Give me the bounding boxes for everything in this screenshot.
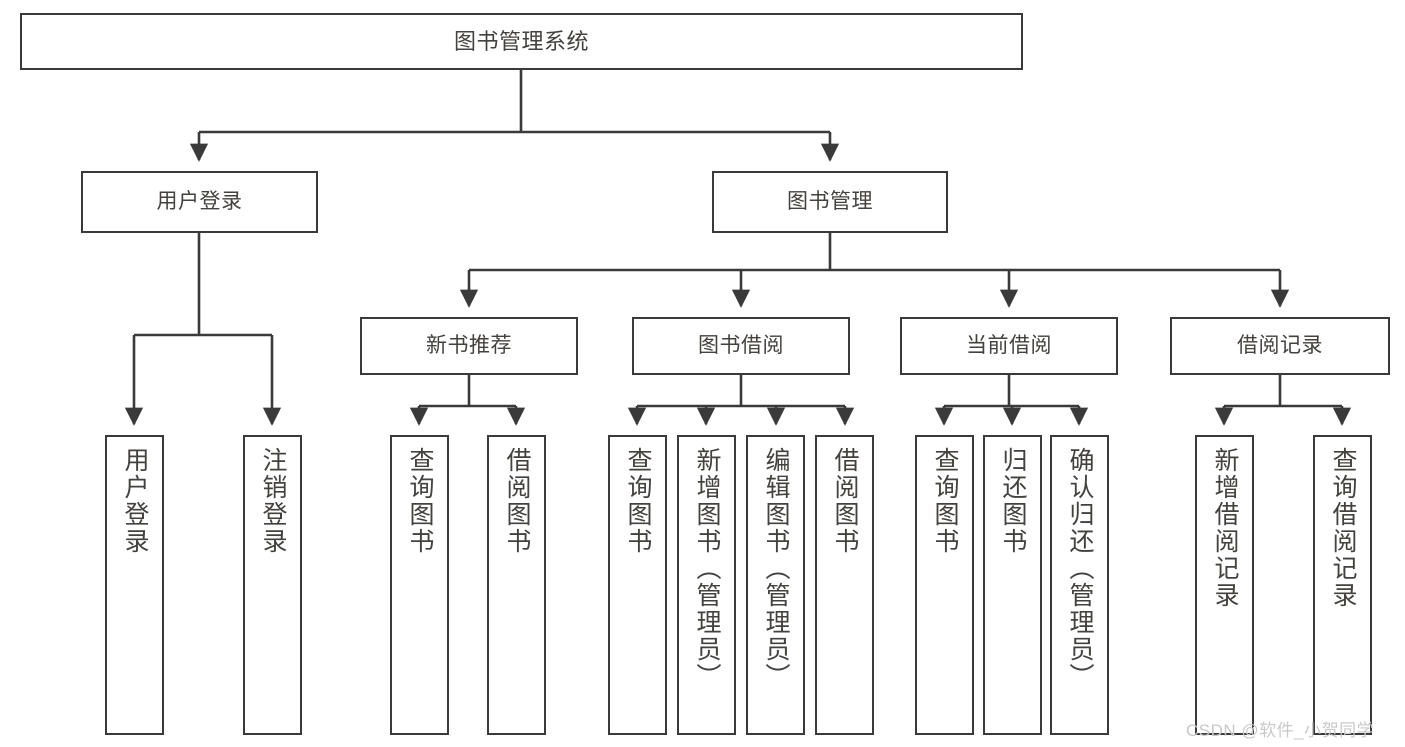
node-root-label: 图书管理系统 xyxy=(453,28,589,54)
node-leaf-query-borrow-record-label: 查询借阅记录 xyxy=(1329,447,1357,609)
node-leaf-return-book[interactable]: 归还图书 xyxy=(983,435,1042,735)
node-leaf-add-book-admin[interactable]: 新增图书（管理员） xyxy=(677,435,736,735)
node-current-borrow-label: 当前借阅 xyxy=(966,333,1052,357)
node-leaf-logout[interactable]: 注销登录 xyxy=(243,435,302,735)
node-book-manage-label: 图书管理 xyxy=(787,189,873,213)
node-leaf-borrow-book-2-label: 借阅图书 xyxy=(831,447,859,555)
node-root[interactable]: 图书管理系统 xyxy=(20,13,1023,70)
node-leaf-query-book-3[interactable]: 查询图书 xyxy=(915,435,974,735)
node-book-borrow-label: 图书借阅 xyxy=(698,333,784,357)
node-user-login-label: 用户登录 xyxy=(156,189,243,213)
node-leaf-query-book-1[interactable]: 查询图书 xyxy=(390,435,449,735)
node-current-borrow[interactable]: 当前借阅 xyxy=(900,317,1118,375)
node-leaf-borrow-book-1[interactable]: 借阅图书 xyxy=(487,435,546,735)
node-leaf-add-book-admin-label: 新增图书（管理员） xyxy=(693,447,721,690)
node-leaf-edit-book-admin[interactable]: 编辑图书（管理员） xyxy=(746,435,805,735)
node-leaf-confirm-return-admin-label: 确认归还（管理员） xyxy=(1066,447,1094,690)
node-leaf-query-book-2-label: 查询图书 xyxy=(624,447,652,555)
node-borrow-record-label: 借阅记录 xyxy=(1237,333,1323,357)
node-leaf-edit-book-admin-label: 编辑图书（管理员） xyxy=(762,447,790,690)
node-leaf-user-login-label: 用户登录 xyxy=(121,447,149,555)
node-leaf-user-login[interactable]: 用户登录 xyxy=(105,435,164,735)
node-borrow-record[interactable]: 借阅记录 xyxy=(1170,317,1390,375)
csdn-watermark: CSDN @软件_小贺同学 xyxy=(1186,721,1375,740)
node-leaf-query-book-2[interactable]: 查询图书 xyxy=(608,435,667,735)
node-book-manage[interactable]: 图书管理 xyxy=(712,171,948,233)
node-leaf-confirm-return-admin[interactable]: 确认归还（管理员） xyxy=(1050,435,1109,735)
node-user-login[interactable]: 用户登录 xyxy=(81,171,318,233)
node-leaf-query-borrow-record[interactable]: 查询借阅记录 xyxy=(1313,435,1372,735)
node-new-book-recommend[interactable]: 新书推荐 xyxy=(360,317,578,375)
node-leaf-query-book-1-label: 查询图书 xyxy=(406,447,434,555)
node-leaf-add-borrow-record-label: 新增借阅记录 xyxy=(1211,447,1239,609)
node-leaf-logout-label: 注销登录 xyxy=(259,447,287,555)
node-leaf-borrow-book-1-label: 借阅图书 xyxy=(503,447,531,555)
node-leaf-borrow-book-2[interactable]: 借阅图书 xyxy=(815,435,874,735)
node-leaf-add-borrow-record[interactable]: 新增借阅记录 xyxy=(1195,435,1254,735)
node-leaf-query-book-3-label: 查询图书 xyxy=(931,447,959,555)
node-new-book-recommend-label: 新书推荐 xyxy=(426,333,512,357)
node-book-borrow[interactable]: 图书借阅 xyxy=(632,317,850,375)
node-leaf-return-book-label: 归还图书 xyxy=(999,447,1027,555)
